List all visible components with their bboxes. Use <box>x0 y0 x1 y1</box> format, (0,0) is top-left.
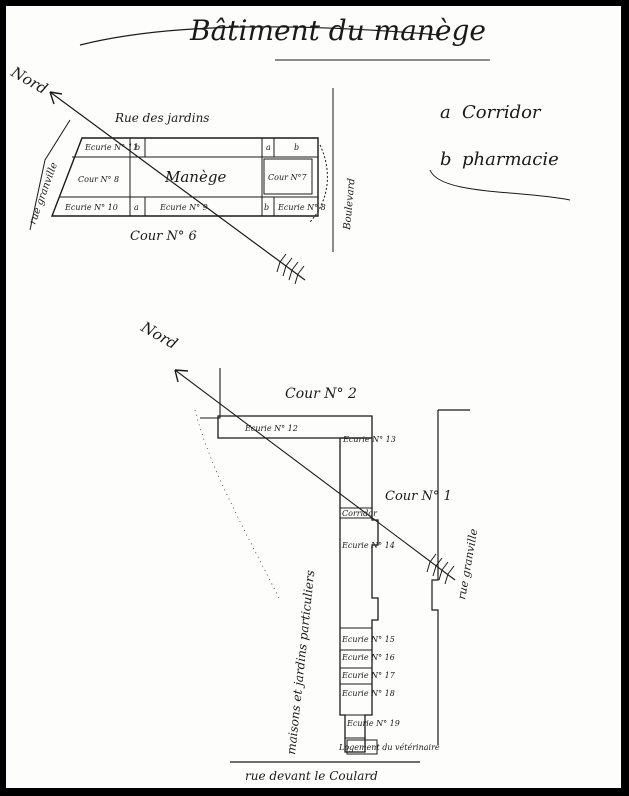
mark-b-2: b <box>294 143 299 152</box>
building-outline-top <box>50 137 319 217</box>
north-arrow-bottom <box>174 369 456 581</box>
legend-key-b: b <box>440 149 452 170</box>
ecurie-19-label: Ecurie N° 19 <box>346 719 400 728</box>
north-arrow-top <box>49 91 306 281</box>
title: Bâtiment du manège <box>189 14 486 47</box>
page-frame <box>6 6 621 788</box>
mark-a-2: a <box>134 203 139 212</box>
legend-brace <box>429 169 571 201</box>
rue-granville-boundary <box>431 409 470 745</box>
north-feathers-bottom <box>426 553 455 585</box>
ecurie-15-label: Ecurie N° 15 <box>341 635 395 644</box>
cour-7-dashed <box>309 144 328 223</box>
ecurie-14-label: Ecurie N° 14 <box>341 541 395 550</box>
legend-text-corridor: Corridor <box>462 102 542 123</box>
manege-label: Manège <box>164 168 226 186</box>
mark-b-3: b <box>264 203 269 212</box>
mark-a-1: a <box>266 143 271 152</box>
rue-granville-bottom: rue granville <box>455 527 480 600</box>
legend: a Corridor b pharmacie <box>429 102 571 201</box>
north-arrowhead-top <box>49 91 63 105</box>
cour-6-label: Cour N° 6 <box>130 229 197 244</box>
ecurie-12-label: Ecurie N° 12 <box>244 424 298 433</box>
cour-2-boundary <box>200 368 221 419</box>
cour-7-box <box>263 158 313 195</box>
north-arrowhead-bottom <box>174 369 189 383</box>
ecurie-18-label: Ecurie N° 18 <box>341 689 395 698</box>
boulevard-label: Boulevard <box>342 178 358 231</box>
ecurie-10-label: Ecurie N° 10 <box>64 203 118 212</box>
title-flourish <box>79 26 441 46</box>
cour-7-label: Cour N°7 <box>268 173 307 182</box>
long-building <box>339 437 379 753</box>
plan-top: Nord rue granville Boulevard Rue des jar… <box>7 62 358 285</box>
mark-b-1: b <box>135 143 140 152</box>
ecurie-9-label: Ecurie N° 9 <box>159 203 208 212</box>
corridor-label: Corridor <box>342 509 378 518</box>
ecurie-13-label: Ecurie N° 13 <box>342 435 396 444</box>
cour-1-label: Cour N° 1 <box>385 489 452 504</box>
ecurie-right-label: Ecurie N° 8 <box>277 203 326 212</box>
cour-2-label: Cour N° 2 <box>285 386 357 402</box>
north-label-bottom: Nord <box>137 317 181 353</box>
ecurie-16-label: Ecurie N° 16 <box>341 653 395 662</box>
legend-key-a: a <box>440 102 451 123</box>
ecurie-17-label: Ecurie N° 17 <box>341 671 396 680</box>
north-feathers-top <box>276 253 305 285</box>
maisons-label: maisons et jardins particuliers <box>284 569 317 755</box>
logement-box <box>346 739 378 755</box>
bottom-street-label: rue devant le Coulard <box>245 769 378 783</box>
rue-jardins-label: Rue des jardins <box>114 111 209 125</box>
ecurie-11-label: Ecurie N° 11 <box>84 143 138 152</box>
legend-text-pharmacie: pharmacie <box>462 149 559 170</box>
plan-bottom: Nord Cour N° 2 Ecurie N° 12 Ecurie N° 13… <box>137 317 480 783</box>
logement-label: Logement du vétérinaire <box>338 743 440 752</box>
cour-8-label: Cour N° 8 <box>78 175 119 184</box>
north-label-top: Nord <box>7 62 51 98</box>
street-granville-line <box>29 119 71 231</box>
